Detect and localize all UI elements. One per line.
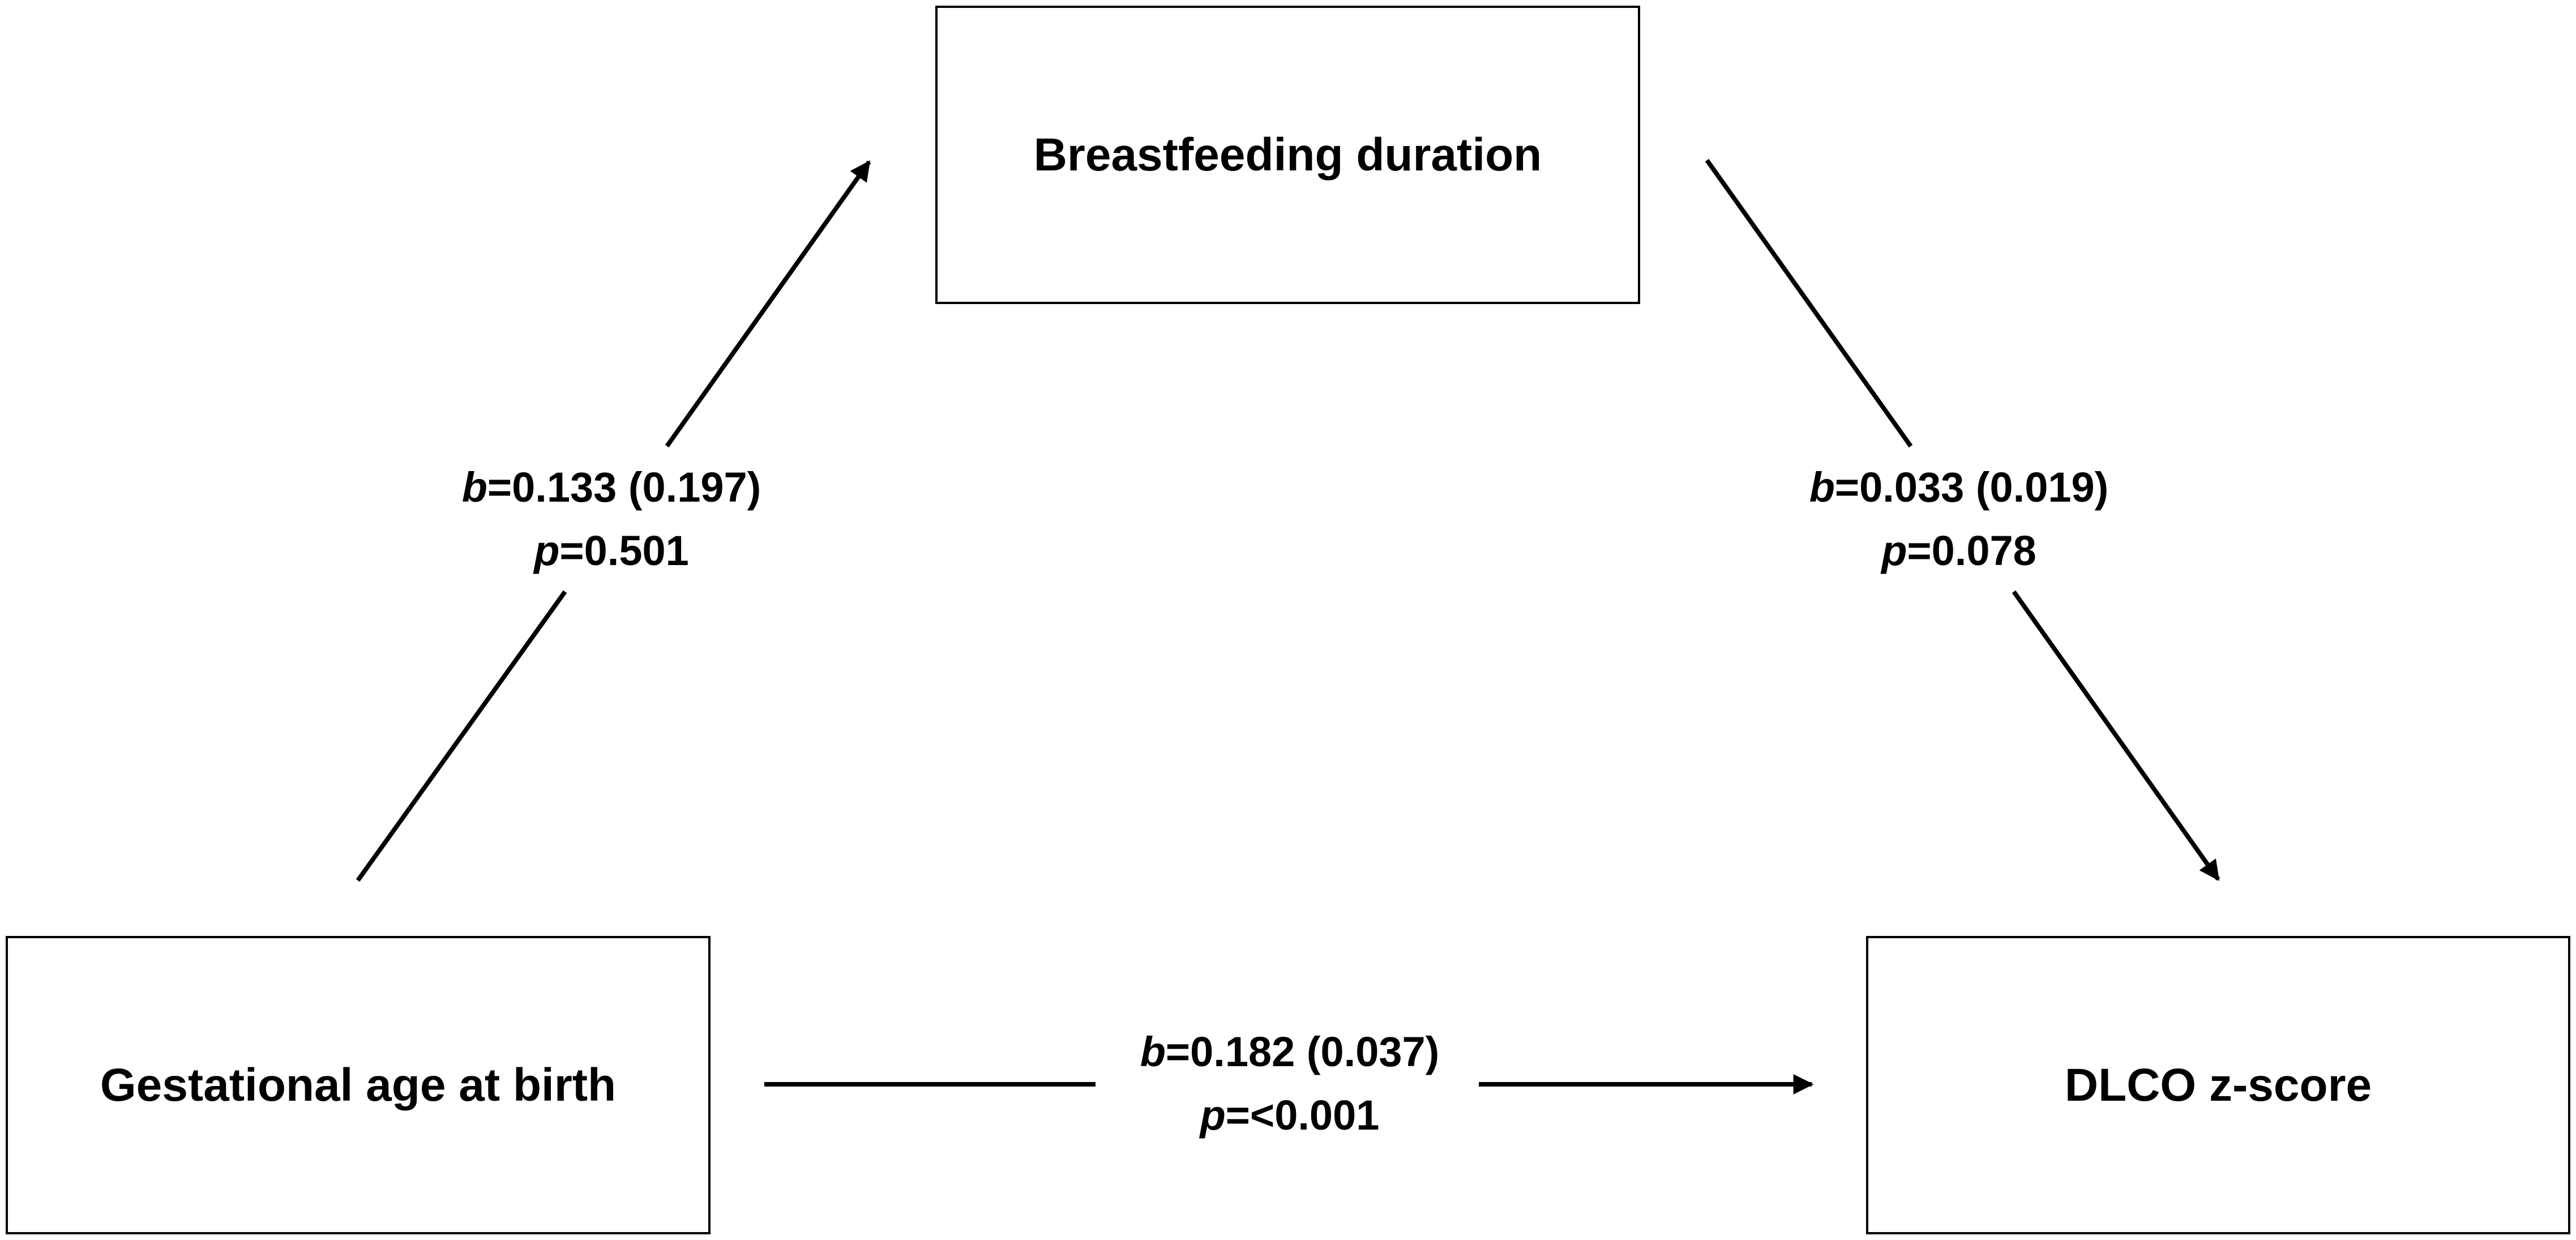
edge-a-upper-segment [665, 160, 871, 448]
p-value: =0.501 [559, 527, 689, 574]
edge-b-upper-segment [1705, 159, 1913, 448]
b-symbol: b [1809, 464, 1835, 511]
coefficient-line: b=0.133 (0.197) [462, 456, 761, 519]
edge-label-c-path: b=0.182 (0.037) p=<0.001 [1140, 1020, 1440, 1147]
p-symbol: p [1200, 1092, 1226, 1139]
b-value: =0.133 (0.197) [487, 464, 761, 511]
b-symbol: b [461, 464, 487, 511]
p-symbol: p [1881, 527, 1907, 574]
b-symbol: b [1140, 1028, 1166, 1075]
edge-a-lower-segment [356, 590, 567, 882]
node-label: Gestational age at birth [100, 1059, 617, 1111]
edge-label-a-path: b=0.133 (0.197) p=0.501 [462, 456, 761, 583]
p-value-line: p=<0.001 [1140, 1084, 1440, 1147]
p-value: =0.078 [1907, 527, 2036, 574]
p-value-line: p=0.078 [1809, 519, 2109, 583]
b-value: =0.182 (0.037) [1165, 1028, 1440, 1075]
edge-label-b-path: b=0.033 (0.019) p=0.078 [1809, 456, 2109, 583]
node-breastfeeding-duration: Breastfeeding duration [935, 6, 1640, 304]
node-dlco-z-score: DLCO z-score [1866, 936, 2570, 1234]
coefficient-line: b=0.182 (0.037) [1140, 1020, 1440, 1084]
node-label: Breastfeeding duration [1033, 129, 1542, 181]
p-symbol: p [534, 527, 560, 574]
node-label: DLCO z-score [2064, 1059, 2372, 1111]
p-value-line: p=0.501 [462, 519, 761, 583]
node-gestational-age: Gestational age at birth [6, 936, 711, 1234]
coefficient-line: b=0.033 (0.019) [1809, 456, 2109, 519]
b-value: =0.033 (0.019) [1834, 464, 2109, 511]
edge-b-lower-segment [2012, 590, 2220, 881]
p-value: =<0.001 [1225, 1092, 1380, 1139]
